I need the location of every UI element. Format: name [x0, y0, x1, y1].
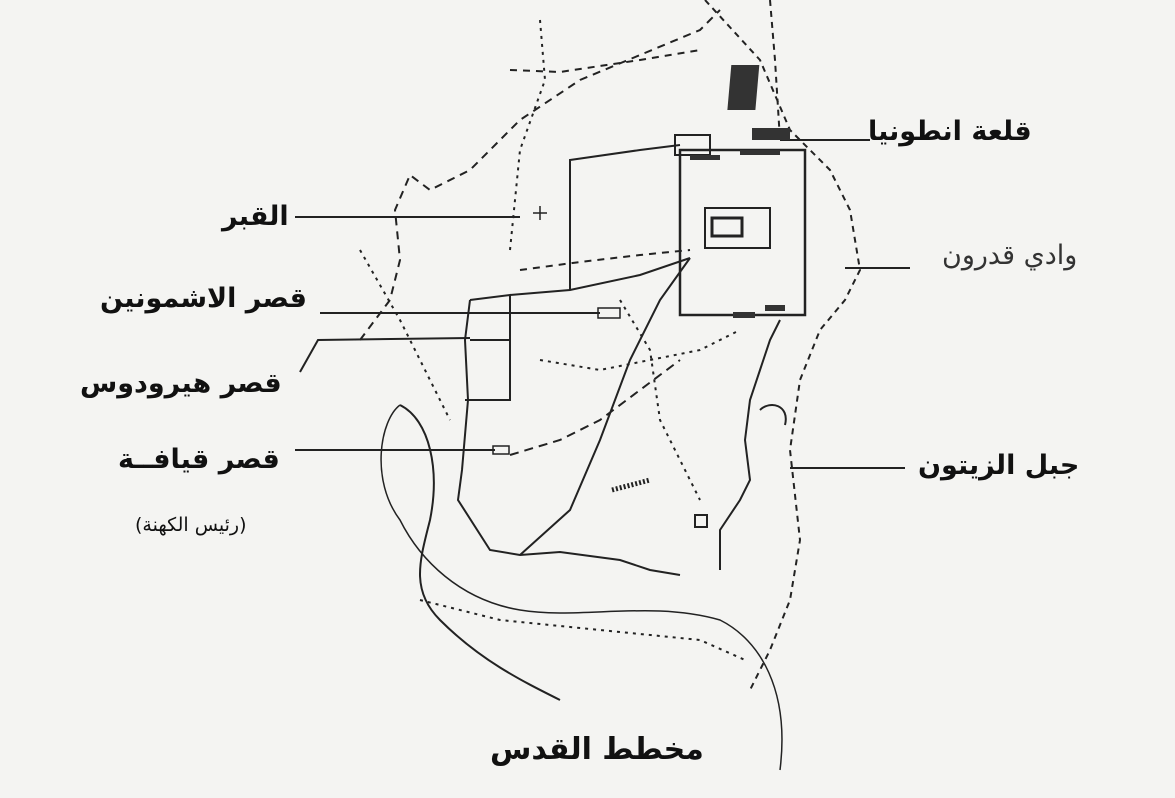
caiaphas-palace-marker	[492, 445, 510, 455]
label-kidron-valley: وادي قدرون	[942, 240, 1078, 271]
dotted-path-4	[539, 329, 741, 372]
label-herod-palace: قصر هيرودوس	[80, 368, 282, 399]
label-caiaphas-palace: قصر قيافــة	[118, 444, 280, 475]
steps	[611, 477, 651, 493]
antonia-hatched	[752, 128, 790, 140]
dotted-path-3	[619, 299, 701, 501]
hasmonean-palace-marker	[597, 307, 621, 319]
map-title: مخطط القدس	[490, 732, 704, 767]
label-high-priest: (رئيس الكهنة)	[135, 514, 247, 536]
outer-dashed-boundary	[359, 9, 721, 341]
herod-palace	[465, 293, 511, 401]
leader-herod	[299, 337, 471, 373]
west-wall	[456, 299, 681, 576]
temple-court	[704, 207, 771, 249]
pool	[694, 514, 708, 528]
antonia-hatched-north	[727, 65, 760, 110]
temple-sanctuary	[710, 216, 744, 238]
label-hasmonean-palace: قصر الاشمونين	[100, 283, 307, 314]
dotted-path-2	[359, 249, 451, 421]
hinnom-valley	[380, 404, 783, 771]
north-east-line	[769, 0, 781, 141]
north-dashed-line	[509, 49, 701, 74]
tomb-cross	[533, 206, 547, 220]
label-mount-of-olives: جبل الزيتون	[918, 450, 1080, 481]
dotted-south	[419, 599, 746, 661]
inner-dashed-2	[509, 359, 681, 456]
east-wall	[719, 319, 781, 570]
label-antonia-fortress: قلعة انطونيا	[868, 116, 1032, 147]
tyropoeon-valley	[519, 257, 691, 556]
second-wall	[569, 144, 681, 290]
spring-loop	[759, 404, 787, 426]
inner-dashed-1	[519, 249, 691, 271]
first-wall	[509, 257, 691, 296]
label-tomb: القبر	[222, 201, 289, 232]
dotted-path-1	[509, 19, 547, 251]
east-dashed-line	[704, 0, 862, 691]
